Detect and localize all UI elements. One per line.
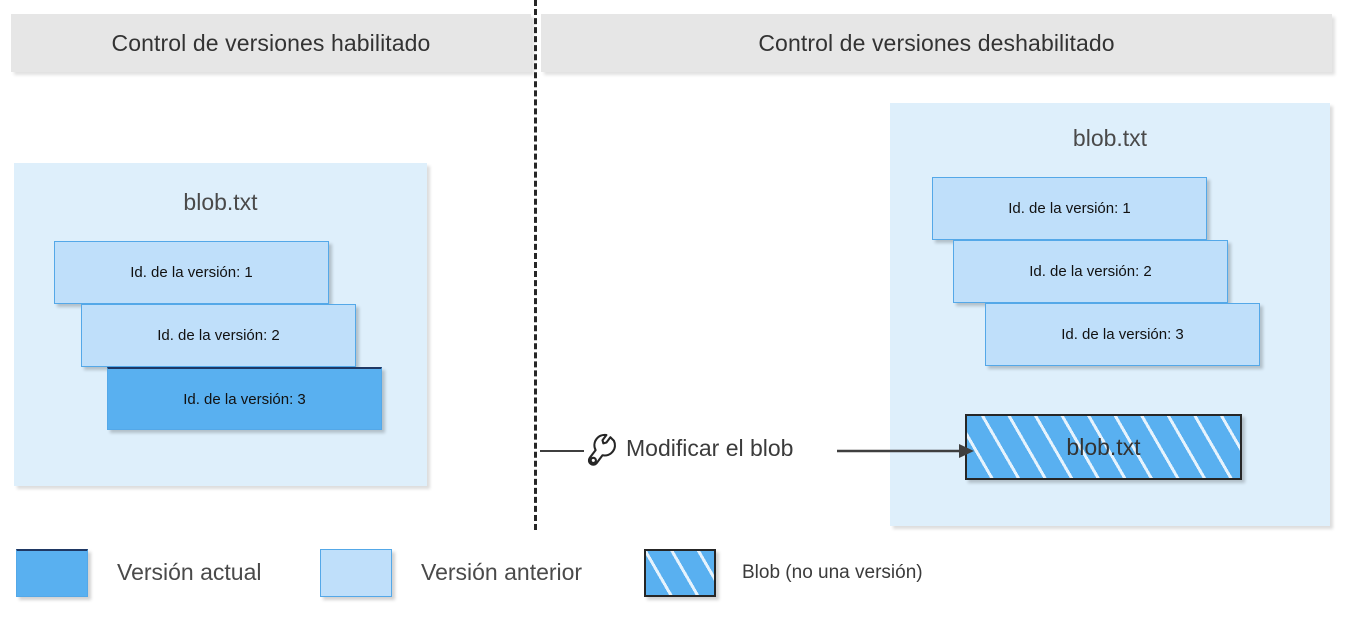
version-card-right-3-label: Id. de la versión: 3: [1061, 326, 1184, 343]
header-versioning-enabled: Control de versiones habilitado: [11, 14, 531, 72]
panel-versioning-enabled: blob.txt Id. de la versión: 1 Id. de la …: [14, 163, 427, 486]
header-versioning-disabled-label: Control de versiones deshabilitado: [758, 29, 1115, 56]
panel-right-title: blob.txt: [1072, 125, 1148, 151]
version-card-left-2: Id. de la versión: 2: [81, 304, 356, 367]
vertical-dashed-divider: [534, 0, 537, 530]
flow-arrow-icon: [837, 444, 974, 458]
version-card-left-1-label: Id. de la versión: 1: [130, 264, 253, 281]
legend-item-blob: Blob (no una versión): [644, 545, 923, 600]
modify-blob-flow: Modificar el blob: [534, 425, 974, 477]
blob-not-a-version-label: blob.txt: [1066, 433, 1141, 460]
version-card-left-2-label: Id. de la versión: 2: [157, 327, 280, 344]
header-versioning-disabled: Control de versiones deshabilitado: [541, 14, 1332, 72]
version-card-right-2-label: Id. de la versión: 2: [1029, 263, 1152, 280]
version-card-left-1: Id. de la versión: 1: [54, 241, 329, 304]
header-versioning-enabled-label: Control de versiones habilitado: [111, 29, 431, 56]
version-card-right-1-label: Id. de la versión: 1: [1008, 200, 1131, 217]
legend-item-current-version: Versión actual: [16, 545, 261, 600]
modify-blob-label: Modificar el blob: [626, 435, 794, 461]
panel-left-title: blob.txt: [183, 189, 258, 215]
legend-label-current-version: Versión actual: [117, 559, 262, 585]
flow-connector-line: [540, 450, 584, 452]
version-card-right-2: Id. de la versión: 2: [953, 240, 1228, 303]
version-card-right-3: Id. de la versión: 3: [985, 303, 1260, 366]
wrench-icon: [582, 431, 622, 471]
legend-item-previous-version: Versión anterior: [320, 545, 582, 600]
version-card-left-3-label: Id. de la versión: 3: [183, 390, 306, 408]
version-card-left-3-current: Id. de la versión: 3: [107, 367, 382, 430]
legend-label-previous-version: Versión anterior: [421, 559, 583, 585]
version-card-right-1: Id. de la versión: 1: [932, 177, 1207, 240]
legend-swatch-previous-version: [320, 548, 392, 597]
blob-not-a-version-block: blob.txt: [965, 414, 1242, 480]
legend-swatch-blob: [644, 548, 716, 597]
legend-swatch-current-version: [16, 548, 88, 597]
legend-label-blob: Blob (no una versión): [742, 561, 923, 583]
